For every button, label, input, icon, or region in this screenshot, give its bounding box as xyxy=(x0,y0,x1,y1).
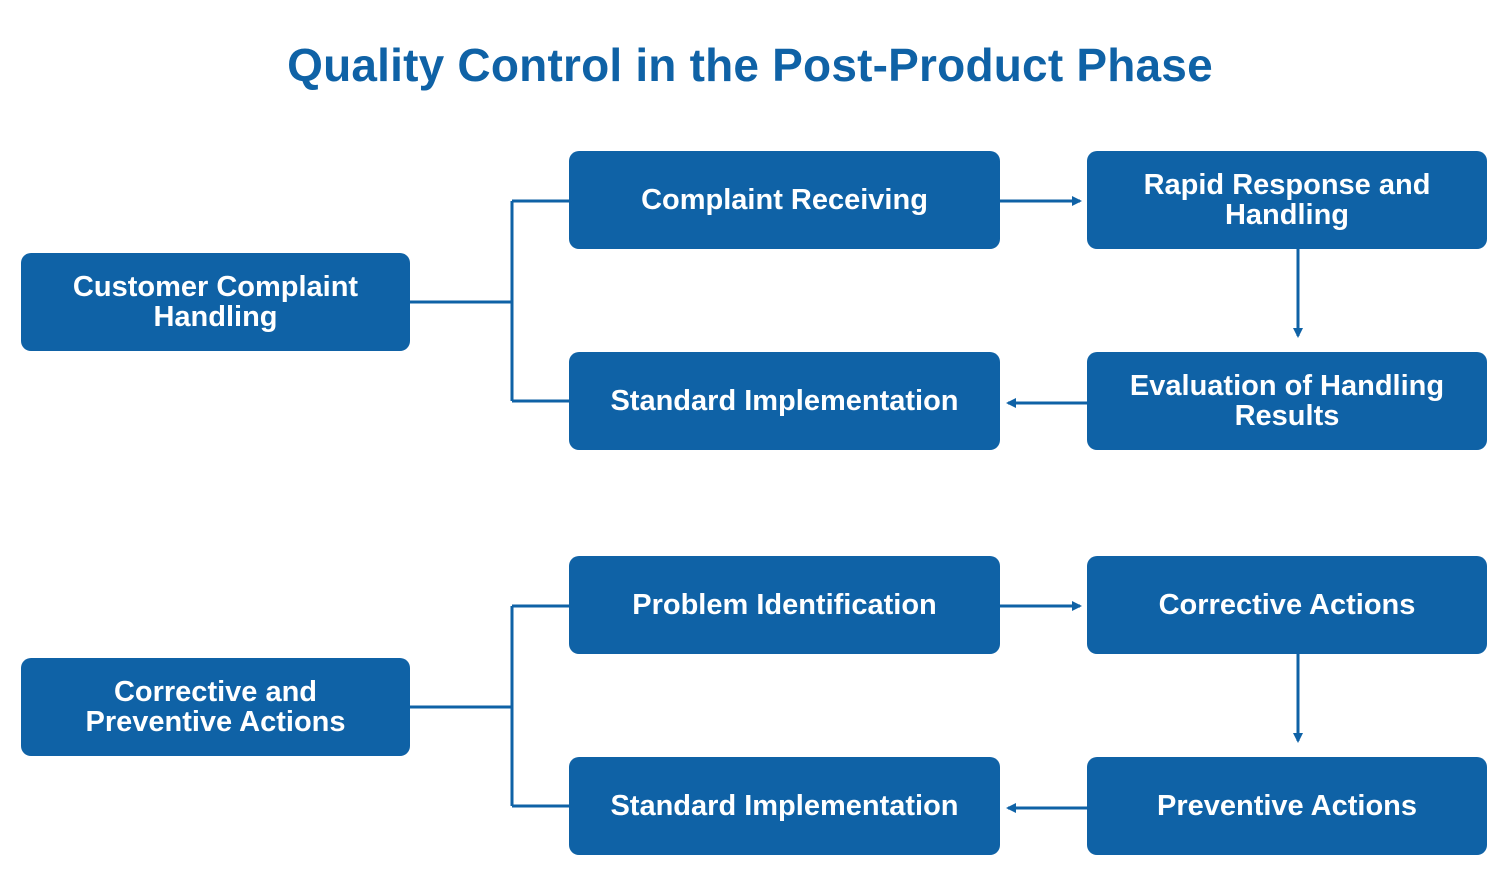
step-node-standard-implementation: Standard Implementation xyxy=(569,352,1000,450)
step-node-label: Preventive Actions xyxy=(1156,790,1418,822)
step-node-corrective-actions: Corrective Actions xyxy=(1087,556,1487,654)
root-node-corrective-preventive-actions: Corrective and Preventive Actions xyxy=(21,658,410,756)
step-node-label: Standard Implementation xyxy=(610,385,959,417)
step-node-label: Complaint Receiving xyxy=(641,184,928,216)
step-node-label: Problem Identification xyxy=(632,589,937,621)
root-node-label: Customer Complaint Handling xyxy=(72,271,359,333)
step-node-rapid-response: Rapid Response and Handling xyxy=(1087,151,1487,249)
step-node-evaluation-of-results: Evaluation of Handling Results xyxy=(1087,352,1487,450)
step-node-standard-implementation: Standard Implementation xyxy=(569,757,1000,855)
step-node-label: Evaluation of Handling Results xyxy=(1129,370,1445,432)
root-node-customer-complaint-handling: Customer Complaint Handling xyxy=(21,253,410,351)
step-node-label: Standard Implementation xyxy=(610,790,959,822)
root-node-label: Corrective and Preventive Actions xyxy=(85,676,346,738)
step-node-label: Corrective Actions xyxy=(1158,589,1416,621)
branch-connector-section-2 xyxy=(410,604,570,808)
step-node-problem-identification: Problem Identification xyxy=(569,556,1000,654)
step-node-preventive-actions: Preventive Actions xyxy=(1087,757,1487,855)
diagram-title: Quality Control in the Post-Product Phas… xyxy=(287,39,1213,91)
step-node-label: Rapid Response and Handling xyxy=(1143,169,1431,231)
branch-connector-section-1 xyxy=(410,199,570,403)
step-node-complaint-receiving: Complaint Receiving xyxy=(569,151,1000,249)
